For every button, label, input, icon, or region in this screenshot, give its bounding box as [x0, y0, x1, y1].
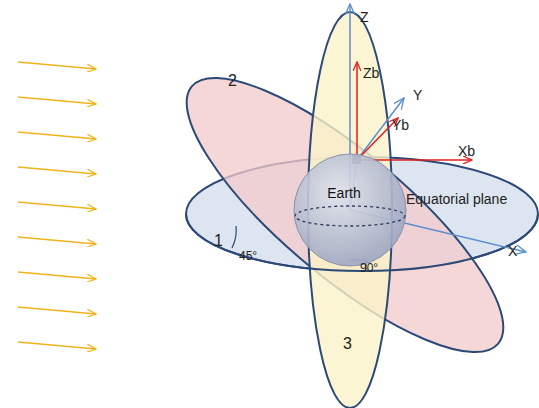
sun-ray [18, 272, 96, 279]
angle-label: 45° [239, 250, 257, 262]
yb-axis [357, 118, 398, 160]
plane-label: Equatorial plane [406, 192, 507, 206]
earth-globe: Earth [293, 153, 407, 267]
zb-axis [356, 62, 358, 160]
sun-ray [18, 62, 96, 69]
planet-name: Earth [327, 186, 360, 200]
angle-label: 90° [360, 262, 378, 274]
sun-ray [18, 97, 96, 104]
axis-label: X [508, 244, 517, 258]
axis-label: Z [360, 10, 369, 24]
globe-outline [293, 153, 407, 267]
orbit-number: 1 [214, 233, 223, 249]
sun-ray [18, 307, 96, 314]
sun-ray [18, 342, 96, 349]
sun-ray [18, 202, 96, 209]
orbit-number: 2 [228, 73, 237, 89]
axis-label: Zb [363, 66, 379, 80]
axis-label: Y [413, 88, 422, 102]
sun-rays [18, 62, 96, 349]
sun-ray [18, 132, 96, 139]
sun-ray [18, 237, 96, 244]
axis-label: Xb [458, 144, 475, 158]
axis-label: Yb [392, 118, 409, 132]
angle-arc [232, 226, 236, 248]
orbit-number: 3 [343, 336, 352, 352]
sun-ray [18, 167, 96, 174]
